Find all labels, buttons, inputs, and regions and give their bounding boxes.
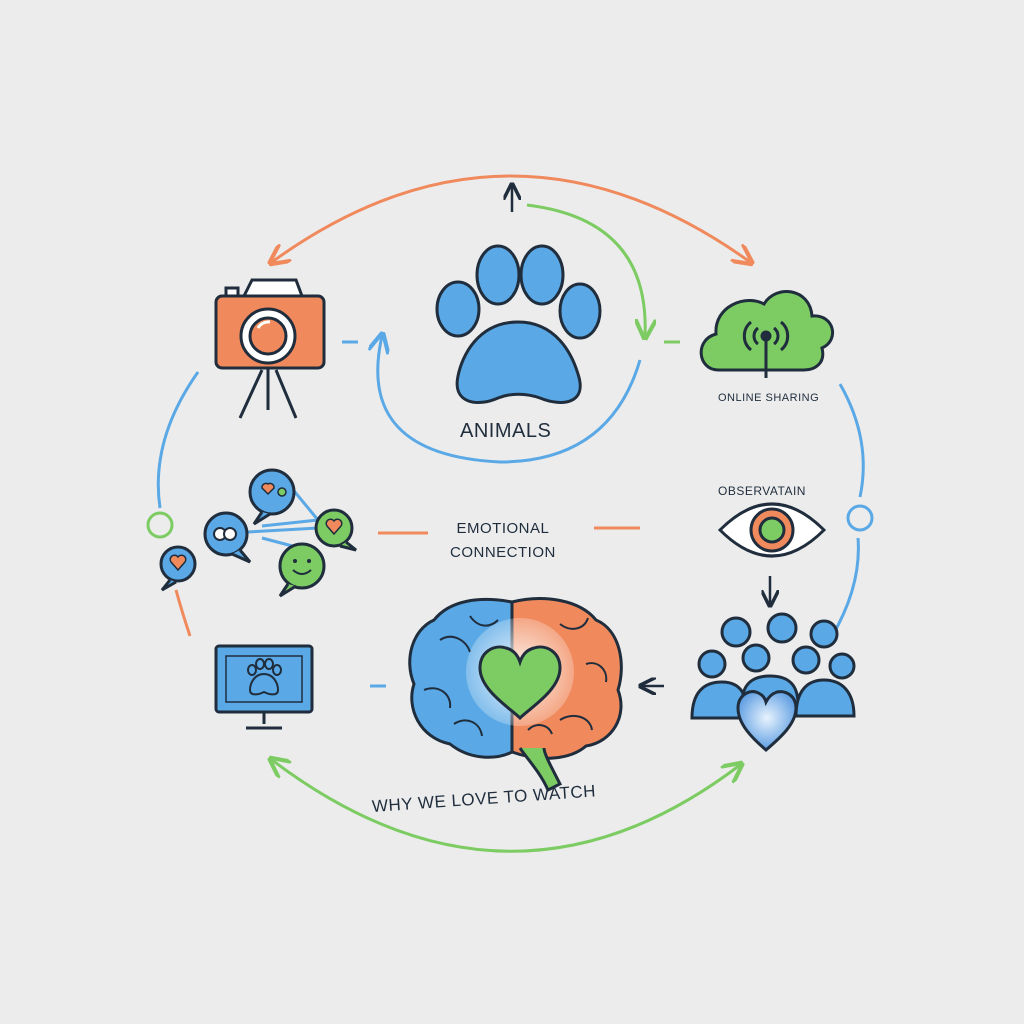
node-right [846,504,874,532]
label-online-sharing: ONLINE SHARING [718,392,820,404]
cloud-broadcast-icon [699,290,834,378]
chat-bubbles-icon [159,468,357,598]
label-emotional-line1: EMOTIONAL [456,520,550,537]
arrow-bottom-green [272,760,740,853]
arc-left-blue [156,371,200,509]
crowd-heart-icon [690,612,856,752]
node-left [146,511,174,539]
label-animals: ANIMALS [460,420,552,442]
loop-green [526,203,645,336]
label-emotional-line2: CONNECTION [450,544,556,561]
eye-icon [717,502,827,558]
label-observation: OBSERVATAIN [718,484,806,498]
arc-left-orange [174,589,192,637]
label-emotional-connection: EMOTIONAL CONNECTION [450,517,556,565]
loop-blue [378,336,642,464]
paw-print-icon [435,244,602,405]
arc-right-blue-top [838,383,865,498]
computer-monitor-paw-icon [214,644,314,730]
arrow-top-orange [272,174,750,262]
camera-on-tripod-icon [214,278,326,419]
brain-heart-icon [408,597,623,793]
